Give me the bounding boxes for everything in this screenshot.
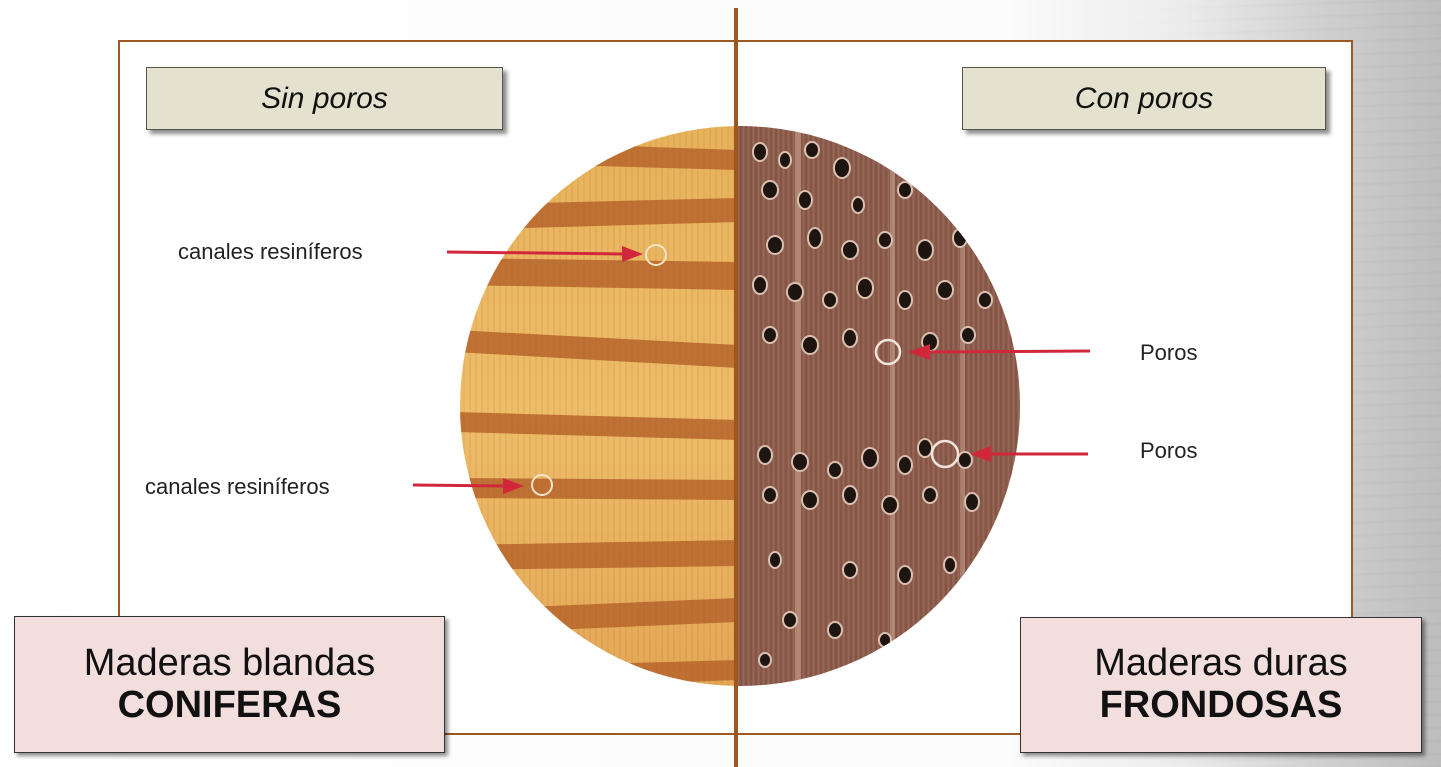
arrow-pore-top [929,349,1091,354]
softwood-type-box: Maderas blandas CONIFERAS [14,616,445,753]
resin-canal-label-top: canales resiníferos [178,239,363,264]
arrow-resin-top [446,250,626,256]
pore-label-bottom: Poros [1140,438,1198,463]
softwood-type-label: Maderas blandas [83,641,376,684]
pore-label-top: Poros [1140,340,1198,365]
hardwood-type-box: Maderas duras FRONDOSAS [1020,617,1422,753]
hardwood-type-name: FRONDOSAS [1099,684,1343,726]
softwood-section [460,126,738,686]
con-poros-header: Con poros [962,67,1326,130]
softwood-type-name: CONIFERAS [117,683,342,726]
resin-canal-label-bottom: canales resiníferos [145,474,330,499]
sin-poros-header: Sin poros [146,67,503,130]
pore-marker-top [874,338,902,366]
hardwood-type-label: Maderas duras [1094,642,1348,685]
pore-marker-bottom [930,439,960,469]
hardwood-section [738,126,1020,686]
resin-canal-marker-top [645,244,667,266]
arrow-resin-bottom [412,483,506,488]
center-divider [734,8,738,767]
resin-canal-marker-bottom [531,474,553,496]
